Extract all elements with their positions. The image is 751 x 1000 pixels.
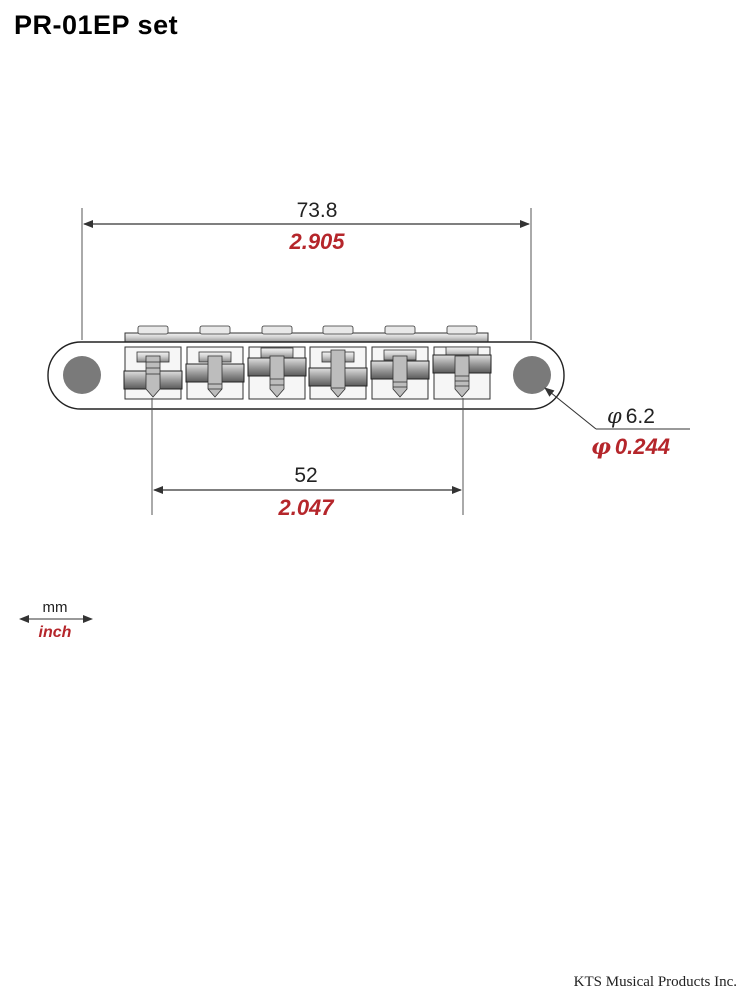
string-spread-inch: 2.047 [277, 495, 335, 520]
phi-symbol-inch: φ [591, 434, 611, 460]
mounting-hole-right [513, 356, 551, 394]
legend-inch: inch [39, 624, 72, 641]
mounting-hole-left [63, 356, 101, 394]
units-legend: mm inch [19, 599, 93, 641]
page-title: PR-01EP set [14, 10, 179, 40]
hole-diameter-inch: 0.244 [615, 434, 670, 459]
saddle-6 [432, 325, 492, 400]
saddle-4 [308, 325, 368, 400]
company-name: KTS Musical Products Inc. [573, 974, 737, 990]
string-spread-mm: 52 [294, 464, 317, 487]
overall-length-inch: 2.905 [288, 229, 345, 254]
saddle-5 [370, 325, 430, 400]
saddle-2 [185, 325, 245, 400]
hole-diameter-leader [544, 387, 597, 430]
hole-diameter-mm: 6.2 [626, 405, 655, 428]
overall-length-mm: 73.8 [297, 199, 338, 222]
phi-symbol: φ [607, 404, 622, 428]
saddle-1 [123, 325, 183, 400]
saddle-3 [247, 325, 307, 400]
legend-mm: mm [43, 599, 68, 616]
